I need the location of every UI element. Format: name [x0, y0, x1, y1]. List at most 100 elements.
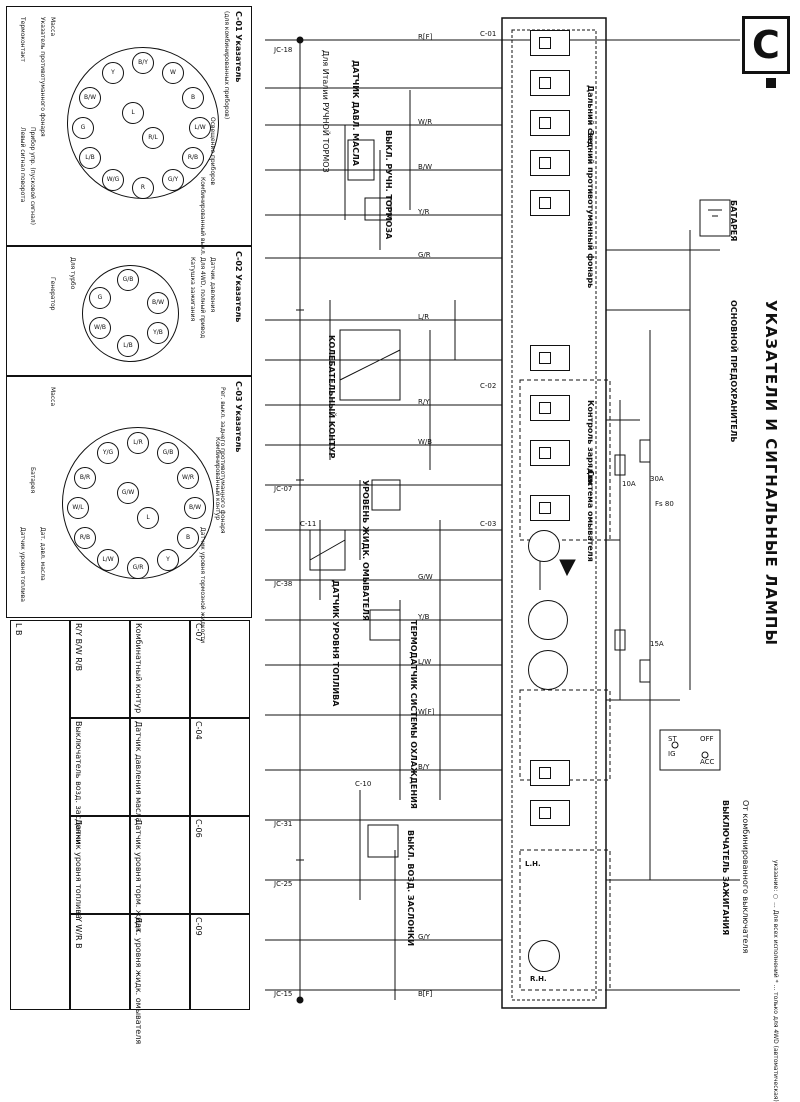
connector-table: C-07 C-04 C-06 C-09 Комбинатный контур Д…: [6, 620, 250, 1044]
pin: B/R: [74, 467, 96, 489]
fuel-sensor-label: ДАТЧИК УРОВНЯ ТОПЛИВА: [331, 580, 340, 707]
cell-name: Комбинатный контур: [134, 623, 143, 714]
far-light-label: Дальний свет: [586, 85, 595, 148]
cell-code: L B: [14, 623, 23, 636]
pin: L/B: [79, 147, 101, 169]
rh-label: R.H.: [530, 975, 547, 983]
connector-label: C-01: [480, 30, 497, 38]
connector-face: [82, 265, 179, 362]
panel-note: Комбинированный выкл.: [199, 177, 206, 256]
panel-note: Термоконтакт: [19, 17, 26, 62]
connector-label: C-03: [480, 520, 497, 528]
wiring-diagram-sheet: C УКАЗАТЕЛИ И СИГНАЛЬНЫЕ ЛАМПЫ указание:…: [6, 6, 790, 1102]
pin: G: [72, 117, 94, 139]
panel-note: Для 4WD, полный привод: [199, 257, 206, 339]
lamp-block: [530, 440, 570, 466]
connector-label: C-11: [300, 520, 317, 528]
panel-note: Датчик уровня топлива: [19, 527, 26, 602]
from-combo-label: От комбинированного выключателя: [741, 800, 750, 954]
schematic-wires: [265, 17, 740, 1009]
wire-code: B/Y: [418, 763, 430, 771]
table-cell: Дат. уровня жидк. омывателя: [130, 914, 190, 1044]
table-cell: Y W/R B: [70, 914, 130, 1010]
pin: B/W: [79, 87, 101, 109]
pin: Y/B: [147, 322, 169, 344]
connector-label: JC-38: [274, 580, 293, 588]
lamp-block: [530, 70, 570, 96]
ign-ig-label: IG: [668, 750, 676, 758]
lh-label: L.H.: [525, 860, 541, 868]
table-cell: C-07: [190, 620, 250, 718]
fluid-level-label: УРОВЕНЬ ЖИДК. ОМЫВАТЕЛЯ: [361, 480, 370, 622]
lamp-block: [530, 495, 570, 521]
wire-code: W[F]: [418, 708, 435, 716]
wire-code: Y/B: [418, 613, 430, 621]
panel-note: Прибор упр. (пусковой сигнал): [29, 127, 36, 225]
gauge-meter: [528, 530, 560, 562]
cell-id: C-07: [194, 623, 203, 642]
wire-code: G/R: [418, 251, 431, 259]
panel-note: Датчик давления: [209, 257, 216, 313]
table-cell: Выключатель возд. заслонки: [70, 718, 130, 844]
gauge-meter: [528, 600, 568, 640]
connector-label: JC-18: [274, 46, 293, 54]
ign-st-label: ST: [668, 735, 677, 743]
wire-code: G/W: [418, 573, 433, 581]
table-cell: Датчик давления масла: [130, 718, 190, 822]
panel-note: Масса: [49, 387, 56, 407]
pin: G/Y: [162, 169, 184, 191]
cell-id: C-04: [194, 721, 203, 740]
section-marker: [766, 78, 776, 88]
panel-note: Дат. давл. масла: [39, 527, 46, 581]
pin: W: [162, 62, 184, 84]
pin: Y: [102, 62, 124, 84]
connector-label: JC-15: [274, 990, 293, 998]
ign-off-label: OFF: [700, 735, 714, 743]
pin: B/W: [184, 497, 206, 519]
panel-caption: C-03 Указатель: [234, 381, 243, 453]
wire-code: Y/R: [418, 208, 430, 216]
pin: B/W: [147, 292, 169, 314]
pin: G: [89, 287, 111, 309]
pin: R: [132, 177, 154, 199]
panel-caption: C-02 Указатель: [234, 251, 243, 323]
air-damper-label: ВЫКЛ. ВОЗД. ЗАСЛОНКИ: [406, 830, 415, 947]
combo-contour-label: КОЛЕБАТЕЛЬНЫЙ КОНТУР: [327, 335, 336, 459]
charge-ctrl-label: Контроль зарядки: [586, 400, 595, 486]
oil-pressure-label: ДАТЧИК ДАВЛ. МАСЛА: [351, 60, 360, 166]
table-cell: Комбинатный контур: [130, 620, 190, 718]
pin: R/L: [142, 127, 164, 149]
wire-code: W/B: [418, 438, 433, 446]
lamp-block: [530, 800, 570, 826]
pin: W/G: [102, 169, 124, 191]
cell-name: Датчик давления масла: [134, 721, 143, 823]
parking-brake-label: ВЫКЛ. РУЧН. ТОРМОЗА: [384, 130, 393, 240]
connector-label: C-10: [355, 780, 372, 788]
ignition-label: ВЫКЛЮЧАТЕЛЬ ЗАЖИГАНИЯ: [721, 800, 730, 936]
pin: L: [137, 507, 159, 529]
connector-label: C-02: [480, 382, 497, 390]
wire-code: B/W: [418, 163, 433, 171]
wire-code: R[F]: [418, 33, 433, 41]
fuse-10a-label: 10A: [622, 480, 636, 488]
gauge-meter: [528, 650, 568, 690]
table-cell: C-06: [190, 816, 250, 914]
panel-note: Датчик уровня тормозной жидкости: [199, 527, 206, 644]
cell-name: Датчик уровня топлива: [74, 819, 83, 919]
pin: R/B: [182, 147, 204, 169]
connector-panel-c03: C-03 Указатель L/R G/B W/R B/W B Y G/R L…: [6, 376, 252, 643]
thermo-sensor-label: ТЕРМОДАТЧИК СИСТЕМЫ ОХЛАЖДЕНИЯ: [409, 620, 418, 809]
main-fuse-label: ОСНОВНОЙ ПРЕДОХРАНИТЕЛЬ: [729, 300, 738, 443]
connector-label: JC-31: [274, 820, 293, 828]
pin: B: [177, 527, 199, 549]
pin: W/L: [67, 497, 89, 519]
panel-note: Катушка зажигания: [189, 257, 196, 322]
fuse-30a-label: 30A: [650, 475, 664, 483]
panel-note: Освещение приборов: [209, 117, 216, 186]
panel-note: Масса: [49, 17, 56, 37]
cell-id: C-06: [194, 819, 203, 838]
pin: R/B: [74, 527, 96, 549]
pin: Y: [157, 549, 179, 571]
fuse-15a-label: 15A: [650, 640, 664, 648]
cell-id: C-09: [194, 917, 203, 936]
